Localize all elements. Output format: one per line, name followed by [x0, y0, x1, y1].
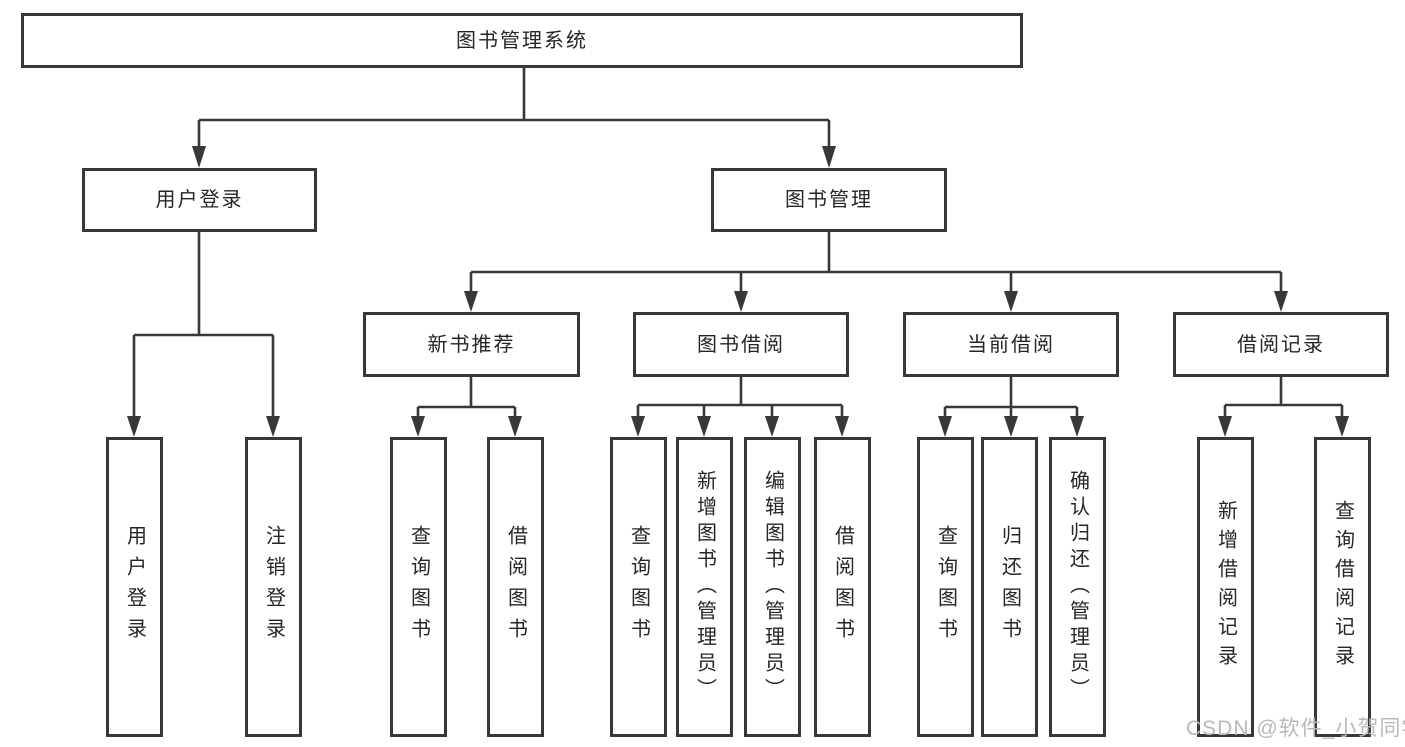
node-book-management-module: 图书管理 — [711, 168, 947, 232]
node-new-book-recommendation: 新书推荐 — [363, 312, 580, 377]
leaf-borrow-books-borrowing: 借阅图书 — [814, 437, 871, 737]
leaf-return-books: 归还图书 — [981, 437, 1038, 737]
leaf-user-login: 用户登录 — [106, 437, 163, 737]
leaf-confirm-return-admin: 确认归还（管理员） — [1049, 437, 1106, 737]
node-borrowing-records: 借阅记录 — [1173, 312, 1389, 377]
node-library-management-system: 图书管理系统 — [21, 13, 1023, 68]
leaf-query-books-current: 查询图书 — [917, 437, 974, 737]
csdn-watermark: CSDN @软件_小贺同学 — [1186, 717, 1405, 740]
node-current-borrowing: 当前借阅 — [903, 312, 1119, 377]
leaf-query-books-borrowing: 查询图书 — [610, 437, 667, 737]
node-user-login-module: 用户登录 — [82, 168, 317, 232]
leaf-add-book-admin: 新增图书（管理员） — [676, 437, 733, 737]
leaf-edit-book-admin: 编辑图书（管理员） — [744, 437, 801, 737]
leaf-query-borrow-record: 查询借阅记录 — [1314, 437, 1371, 737]
leaf-logout: 注销登录 — [245, 437, 302, 737]
leaf-add-borrow-record: 新增借阅记录 — [1197, 437, 1254, 737]
leaf-borrow-books-recommend: 借阅图书 — [487, 437, 544, 737]
node-book-borrowing: 图书借阅 — [633, 312, 849, 377]
leaf-query-books-recommend: 查询图书 — [390, 437, 447, 737]
